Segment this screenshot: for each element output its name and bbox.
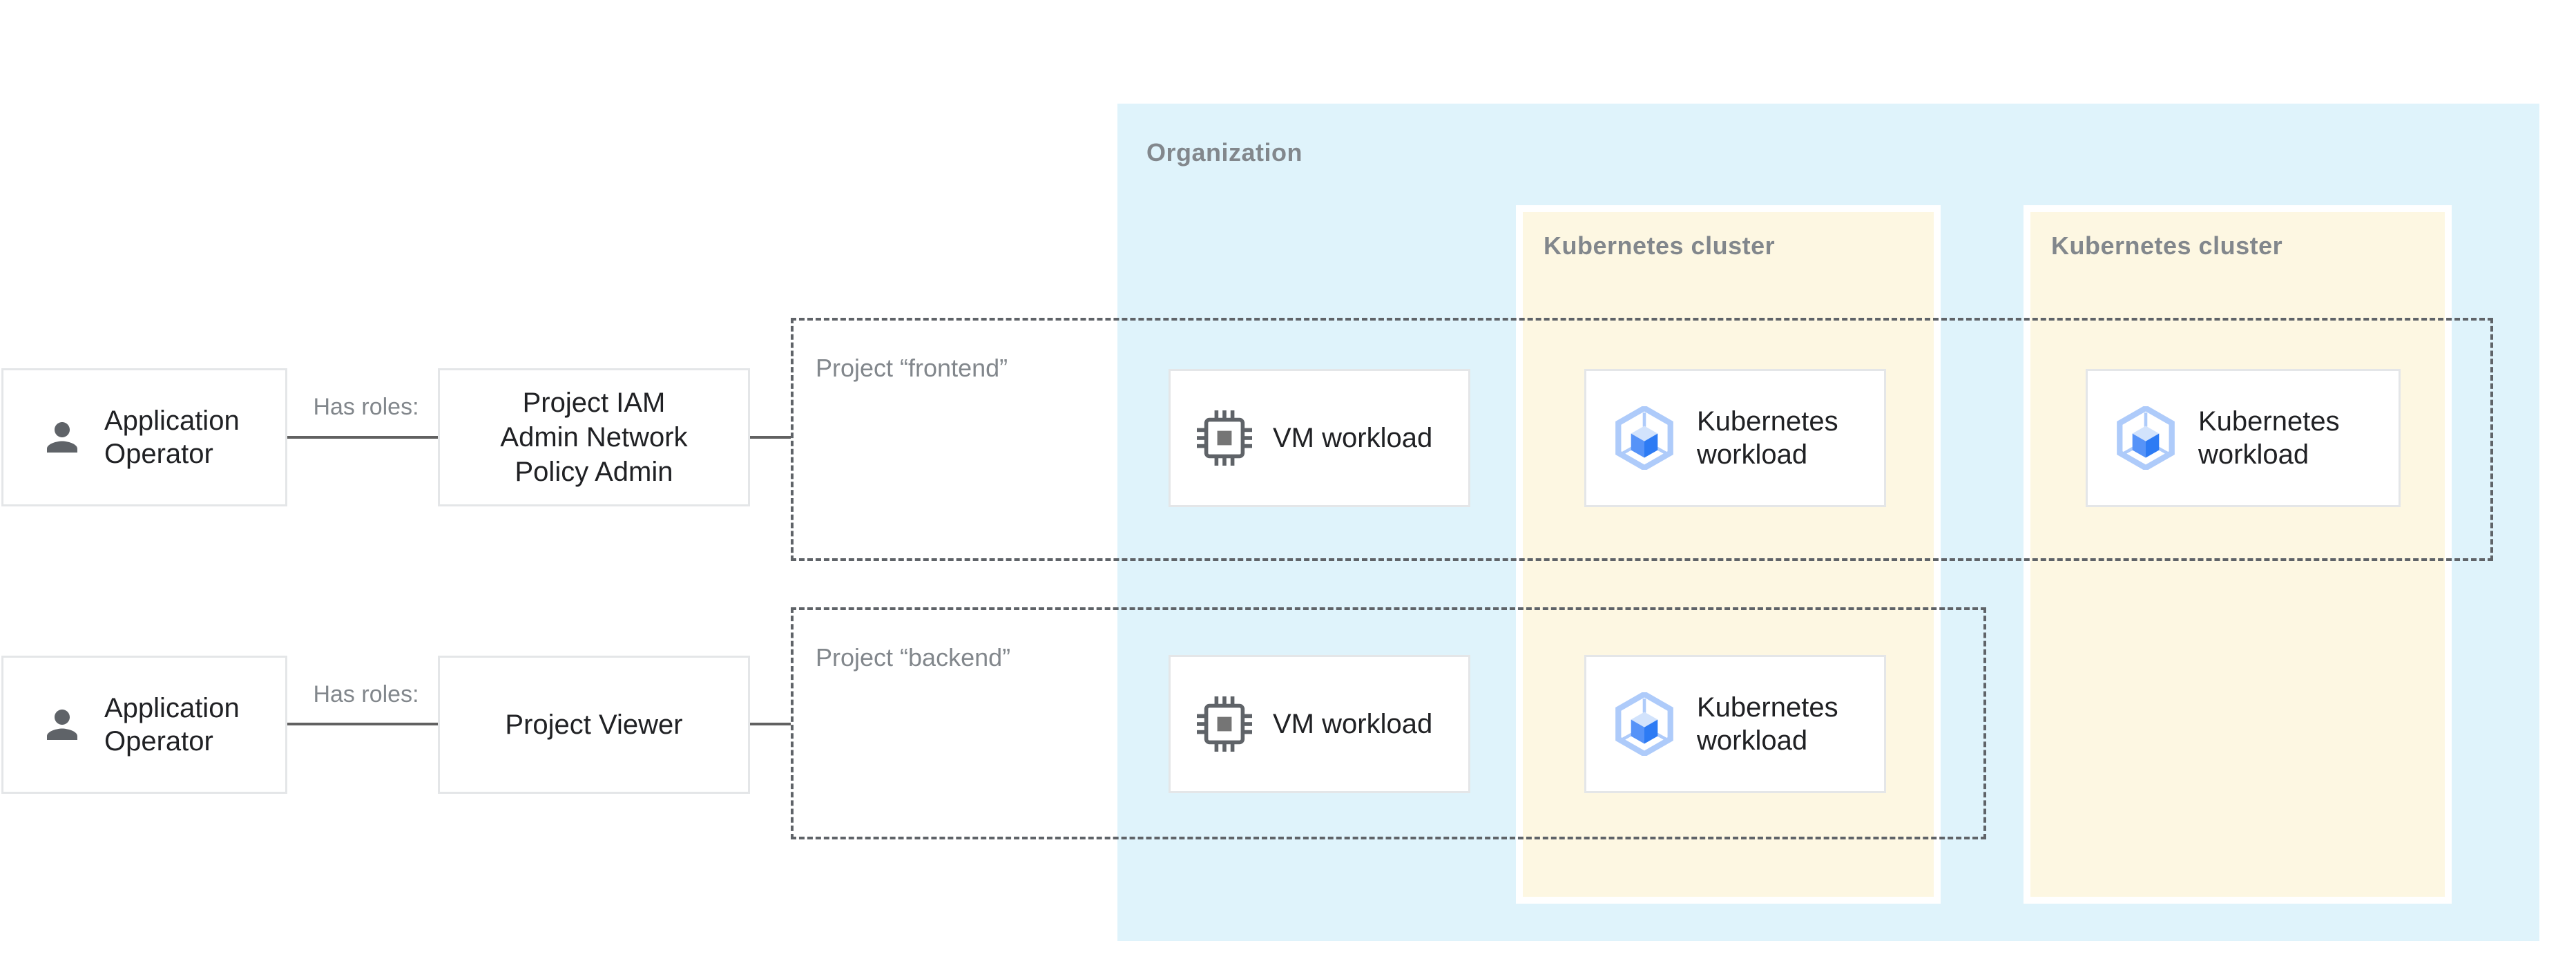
kubernetes-workload-node: Kubernetes workload bbox=[1584, 655, 1886, 793]
application-operator-node: Application Operator bbox=[1, 656, 287, 794]
role-node-project-iam-admin-network-policy-admin: Project IAM Admin Network Policy Admin bbox=[438, 368, 750, 506]
role-node-project-viewer: Project Viewer bbox=[438, 656, 750, 794]
vm-workload-node: VM workload bbox=[1169, 369, 1470, 507]
cpu-chip-icon bbox=[1197, 410, 1252, 466]
connector-line bbox=[750, 723, 791, 725]
workload-label: Kubernetes workload bbox=[1697, 406, 1838, 470]
organization-label: Organization bbox=[1146, 138, 1303, 167]
kubernetes-cluster-label: Kubernetes cluster bbox=[2051, 231, 2283, 260]
project-frontend-box: Project “frontend” bbox=[791, 318, 2493, 561]
kubernetes-workload-node: Kubernetes workload bbox=[1584, 369, 1886, 507]
person-icon bbox=[39, 702, 85, 748]
workload-label: Kubernetes workload bbox=[1697, 692, 1838, 756]
kubernetes-engine-icon bbox=[2114, 406, 2178, 470]
cpu-chip-icon bbox=[1197, 696, 1252, 752]
role-line: Project IAM bbox=[522, 388, 666, 418]
connector-line bbox=[287, 436, 438, 439]
vm-workload-node: VM workload bbox=[1169, 655, 1470, 793]
role-line: Policy Admin bbox=[515, 457, 673, 487]
workload-label: VM workload bbox=[1273, 423, 1433, 453]
kubernetes-engine-icon bbox=[1613, 692, 1676, 756]
project-frontend-label: Project “frontend” bbox=[816, 354, 1008, 382]
workload-label: Kubernetes workload bbox=[2198, 406, 2340, 470]
project-backend-box: Project “backend” bbox=[791, 607, 1986, 839]
person-icon bbox=[39, 415, 85, 460]
has-roles-label: Has roles: bbox=[313, 681, 419, 707]
kubernetes-cluster-label: Kubernetes cluster bbox=[1544, 231, 1776, 260]
workload-label: VM workload bbox=[1273, 709, 1433, 739]
application-operator-node: Application Operator bbox=[1, 368, 287, 506]
connector-line bbox=[750, 436, 791, 439]
kubernetes-engine-icon bbox=[1613, 406, 1676, 470]
role-line: Admin Network bbox=[500, 422, 688, 453]
actor-label: Application Operator bbox=[104, 406, 240, 469]
role-line: Project Viewer bbox=[505, 710, 683, 740]
kubernetes-cluster-container: Kubernetes cluster bbox=[2024, 205, 2452, 904]
connector-line bbox=[287, 723, 438, 725]
has-roles-label: Has roles: bbox=[313, 394, 419, 420]
project-backend-label: Project “backend” bbox=[816, 643, 1011, 672]
kubernetes-workload-node: Kubernetes workload bbox=[2086, 369, 2401, 507]
actor-label: Application Operator bbox=[104, 693, 240, 757]
